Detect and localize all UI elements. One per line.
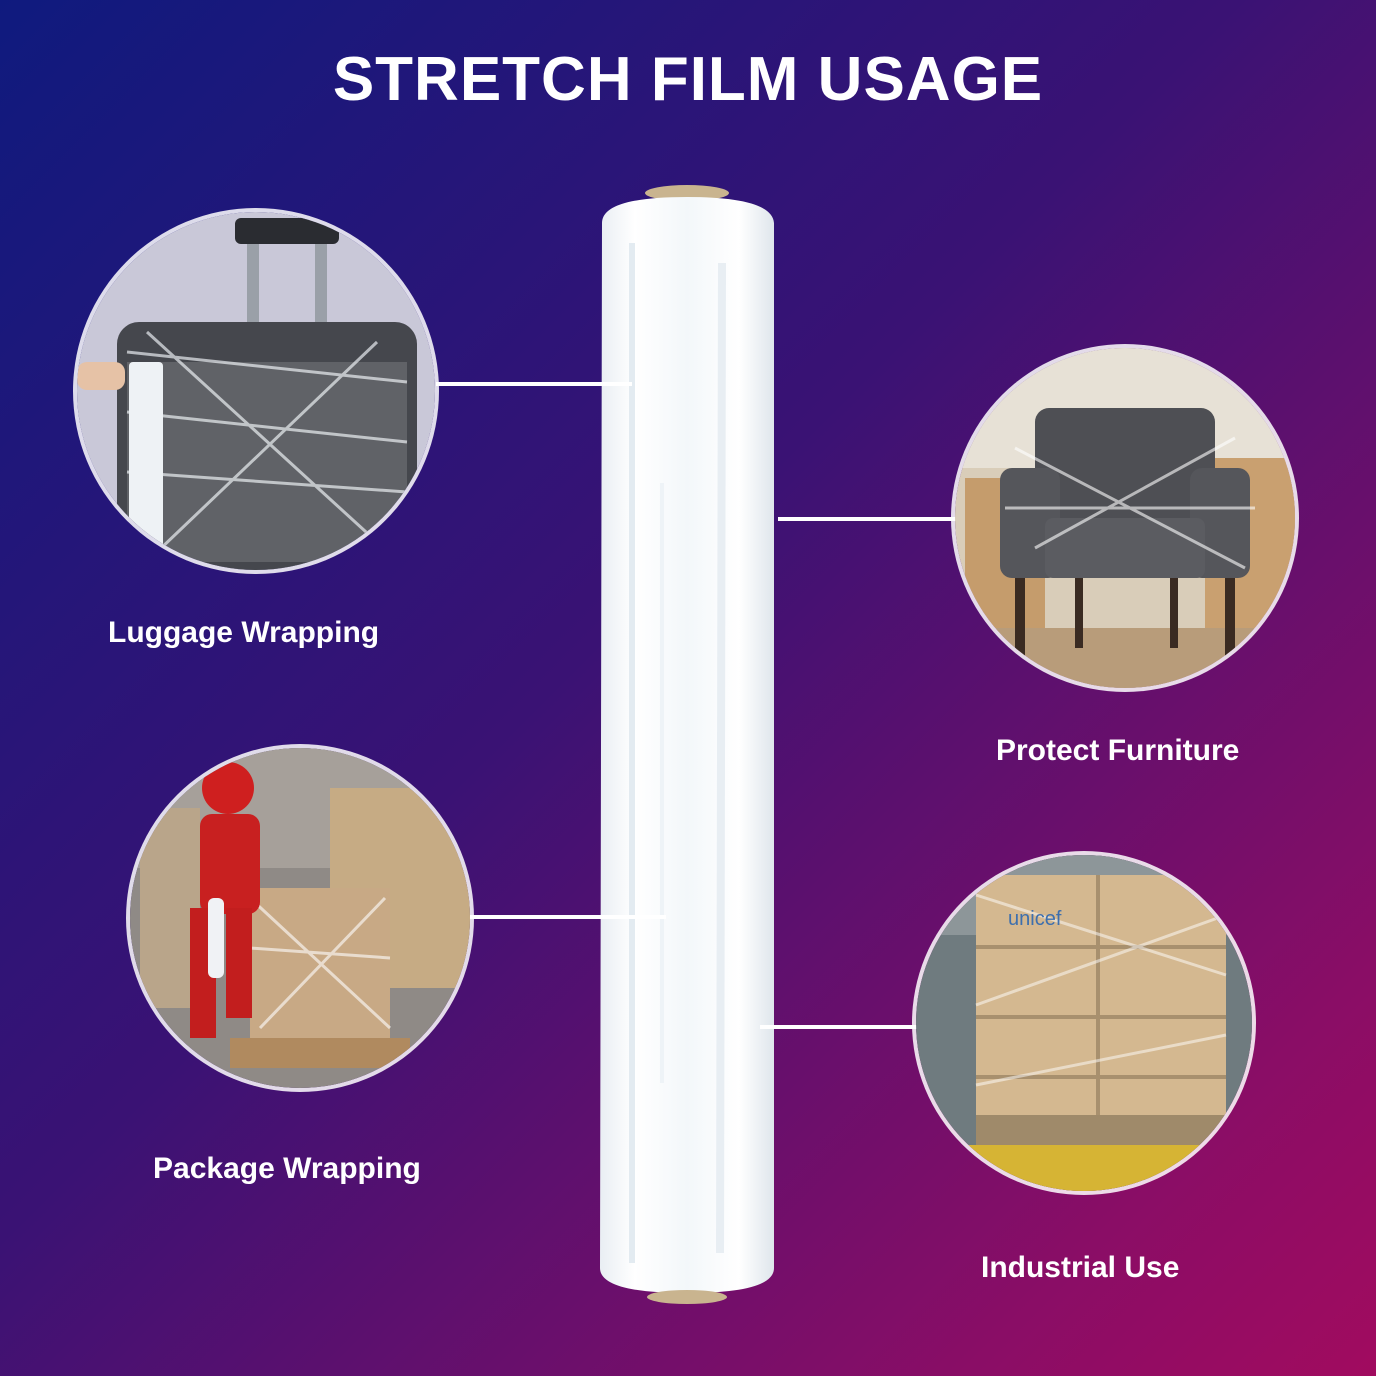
package-wrapping-label: Package Wrapping xyxy=(153,1152,421,1185)
industrial-use-image: unicef xyxy=(916,855,1252,1191)
luggage-wrapping-image xyxy=(77,212,435,570)
unicef-logo-text: unicef xyxy=(1008,908,1062,930)
protect-furniture-image xyxy=(955,348,1295,688)
luggage-wrapping-label: Luggage Wrapping xyxy=(108,616,380,649)
armchair-wrapped-photo-icon xyxy=(955,348,1295,688)
connector-furniture xyxy=(778,517,956,521)
worker-wrapping-box-photo-icon xyxy=(130,748,470,1088)
package-wrapping-image xyxy=(130,748,470,1088)
luggage-wrapped-photo-icon xyxy=(77,212,435,570)
page-title: STRETCH FILM USAGE xyxy=(332,45,1044,114)
connector-package xyxy=(470,915,666,919)
stretch-film-roll-icon xyxy=(600,185,774,1304)
connector-industrial xyxy=(760,1025,918,1029)
industrial-use-label: Industrial Use xyxy=(981,1251,1180,1284)
protect-furniture-label: Protect Furniture xyxy=(996,734,1240,767)
stretch-film-roll-image xyxy=(592,183,782,1305)
pallet-wrapped-photo-icon: unicef xyxy=(916,855,1252,1191)
connector-luggage xyxy=(436,382,632,386)
